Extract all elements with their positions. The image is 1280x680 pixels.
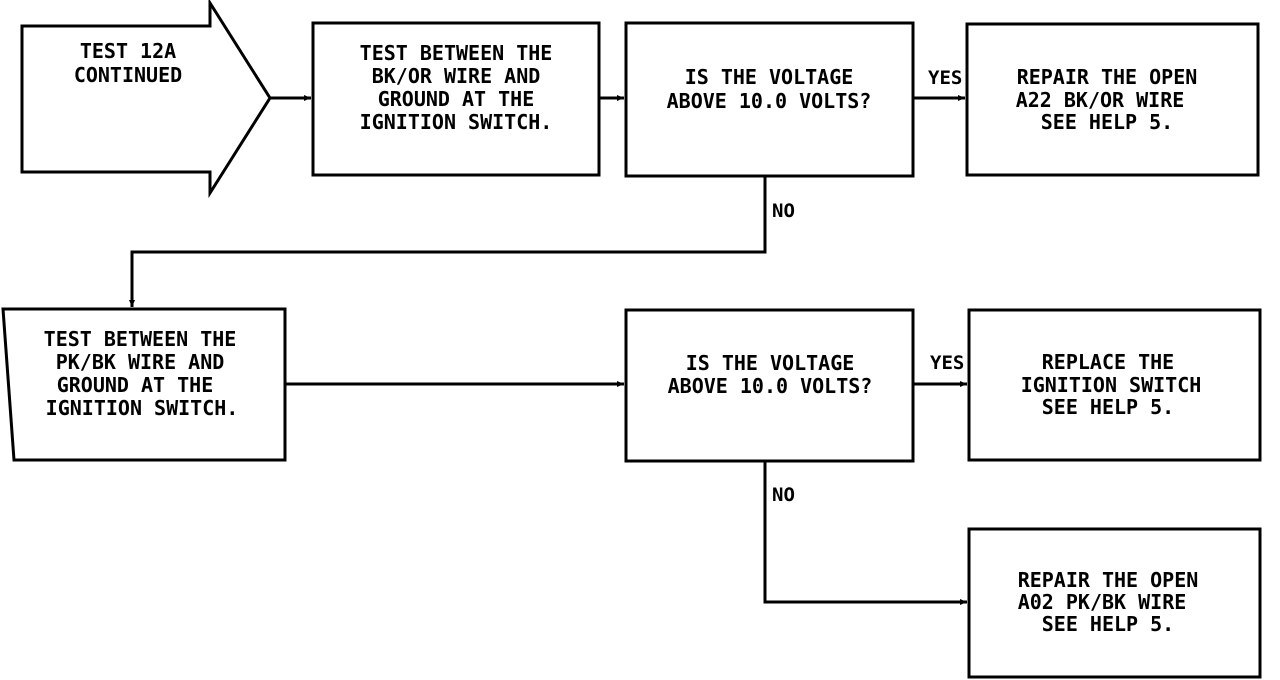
step1-line-4: IGNITION SWITCH. bbox=[360, 110, 553, 134]
result2-line-2: IGNITION SWITCH bbox=[1021, 373, 1202, 397]
result3-line-2: A02 PK/BK WIRE bbox=[1018, 590, 1187, 614]
connector-question1-no bbox=[129, 176, 767, 307]
result3-node: REPAIR THE OPEN A02 PK/BK WIRE SEE HELP … bbox=[967, 527, 1262, 679]
question1-line-1: IS THE VOLTAGE bbox=[685, 65, 854, 89]
label-yes-2: YES bbox=[930, 352, 964, 374]
step2-line-3: GROUND AT THE bbox=[57, 373, 214, 397]
result3-line-1: REPAIR THE OPEN bbox=[1018, 568, 1199, 592]
connector-question2-no bbox=[763, 461, 967, 605]
result3-line-3: SEE HELP 5. bbox=[1042, 612, 1174, 636]
step1-line-3: GROUND AT THE bbox=[378, 87, 535, 111]
step2-line-1: TEST BETWEEN THE bbox=[44, 327, 237, 351]
label-no-2: NO bbox=[772, 484, 795, 506]
step2-node: TEST BETWEEN THE PK/BK WIRE AND GROUND A… bbox=[1, 307, 287, 462]
result2-line-3: SEE HELP 5. bbox=[1042, 395, 1174, 419]
result1-node: REPAIR THE OPEN A22 BK/OR WIRE SEE HELP … bbox=[965, 22, 1260, 177]
question2-line-1: IS THE VOLTAGE bbox=[686, 351, 855, 375]
result1-line-3: SEE HELP 5. bbox=[1041, 110, 1173, 134]
question1-node: IS THE VOLTAGE ABOVE 10.0 VOLTS? bbox=[624, 21, 915, 178]
step1-line-2: BK/OR WIRE AND bbox=[372, 64, 541, 88]
result2-node: REPLACE THE IGNITION SWITCH SEE HELP 5. bbox=[967, 308, 1262, 462]
question2-line-2: ABOVE 10.0 VOLTS? bbox=[668, 374, 873, 398]
step1-line-1: TEST BETWEEN THE bbox=[360, 41, 553, 65]
question2-node: IS THE VOLTAGE ABOVE 10.0 VOLTS? bbox=[624, 308, 915, 463]
label-no-1: NO bbox=[772, 200, 795, 222]
step1-node: TEST BETWEEN THE BK/OR WIRE AND GROUND A… bbox=[311, 21, 601, 177]
start-line-2: CONTINUED bbox=[74, 63, 182, 87]
result1-line-1: REPAIR THE OPEN bbox=[1017, 65, 1198, 89]
step2-line-2: PK/BK WIRE AND bbox=[56, 350, 225, 374]
label-yes-1: YES bbox=[928, 67, 962, 89]
step2-line-4: IGNITION SWITCH. bbox=[46, 396, 239, 420]
result1-line-2: A22 BK/OR WIRE bbox=[1016, 88, 1185, 112]
start-line-1: TEST 12A bbox=[80, 39, 176, 63]
result2-line-1: REPLACE THE bbox=[1042, 350, 1174, 374]
start-node: TEST 12A CONTINUED bbox=[20, 0, 272, 199]
question1-line-2: ABOVE 10.0 VOLTS? bbox=[667, 89, 872, 113]
